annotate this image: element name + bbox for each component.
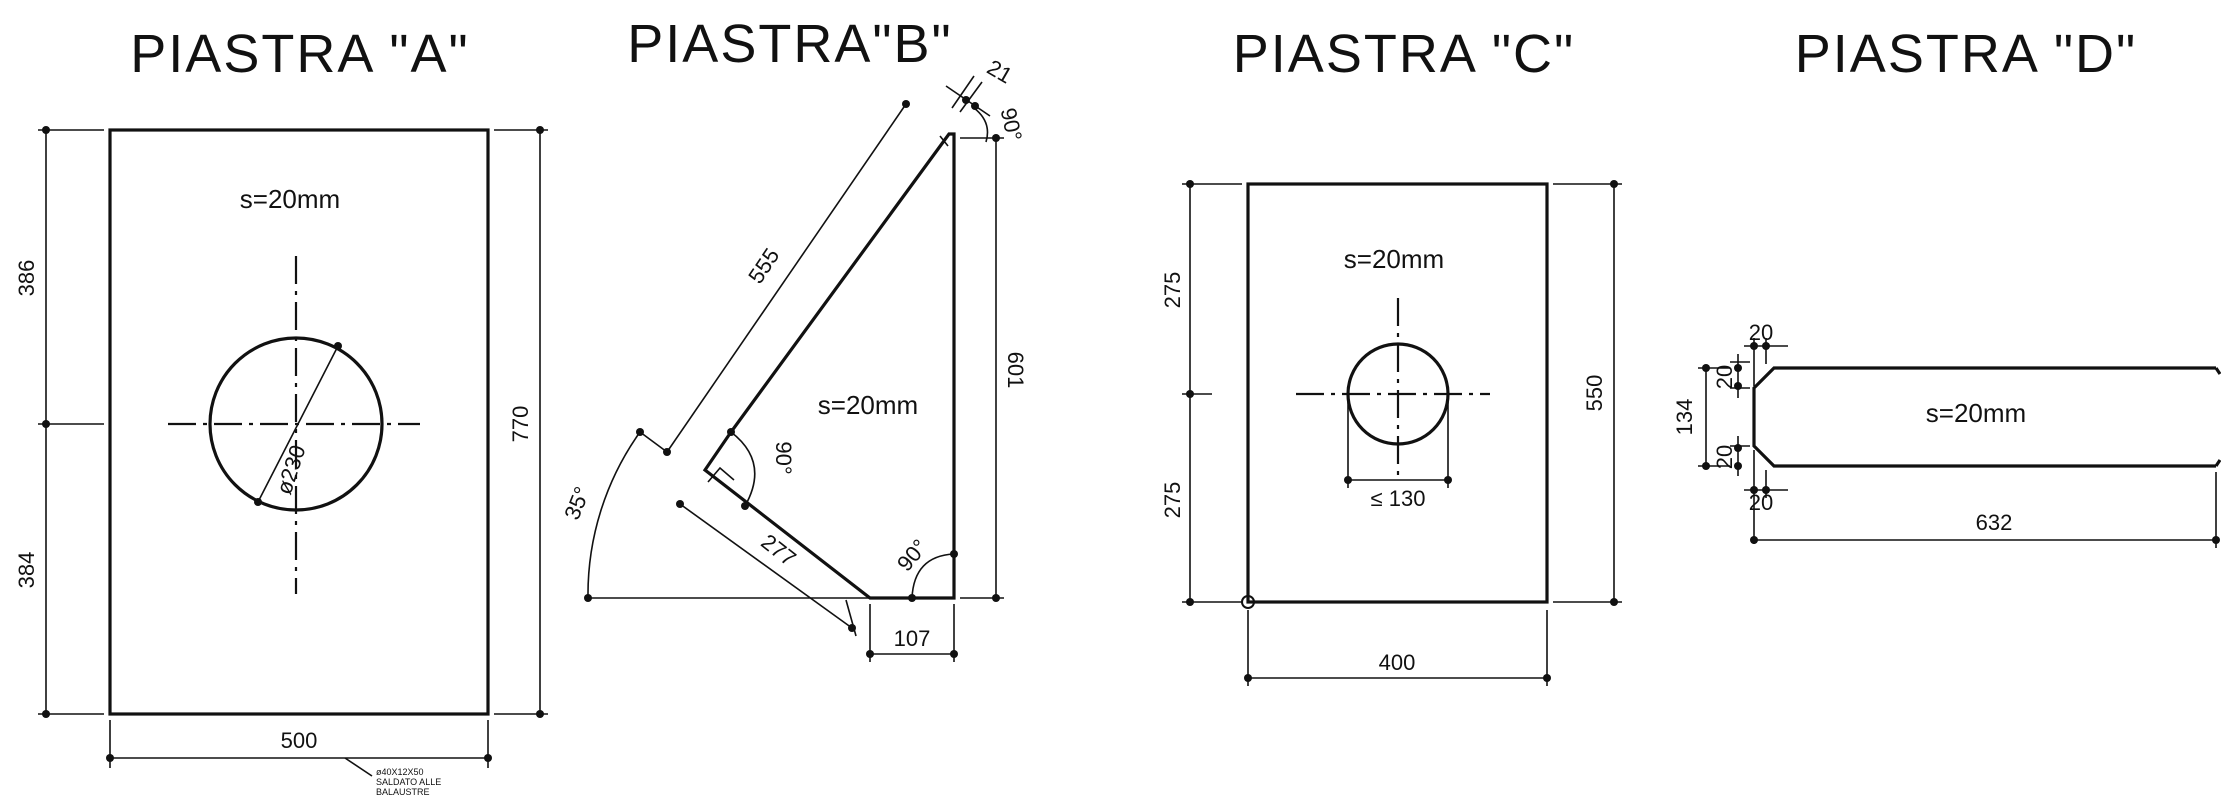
plate-b-dim-base: 107 bbox=[894, 626, 931, 651]
plate-d-dim-node bbox=[1750, 486, 1758, 494]
plate-a-dim-node bbox=[484, 754, 492, 762]
plate-b: PIASTRA"B" s=20mm 555 21 90° 601 277 bbox=[559, 14, 1028, 662]
plate-c-title: PIASTRA "C" bbox=[1233, 24, 1575, 84]
plate-c-dim-node bbox=[1186, 390, 1194, 398]
plate-c-dim-node bbox=[1543, 674, 1551, 682]
plate-b-tip-mark bbox=[939, 135, 949, 147]
plate-b-tip-ext bbox=[959, 81, 983, 113]
plate-d-right-end bbox=[2214, 367, 2221, 467]
plate-b-dim-node bbox=[971, 102, 979, 110]
plate-b-thickness: s=20mm bbox=[818, 390, 918, 420]
plate-b-inner-angle-arc bbox=[730, 431, 756, 507]
plate-a-dim-upper: 386 bbox=[14, 260, 39, 297]
plate-c-dim-upper: 275 bbox=[1160, 272, 1185, 309]
plate-c-dim-node bbox=[1344, 476, 1352, 484]
plate-b-dim-node bbox=[992, 594, 1000, 602]
plate-b-angle-slope: 35° bbox=[559, 483, 595, 523]
plate-a-dim-node bbox=[42, 126, 50, 134]
plate-b-dim-node bbox=[908, 594, 916, 602]
plate-d-dim-node bbox=[1750, 536, 1758, 544]
plate-b-dim-node bbox=[950, 550, 958, 558]
plate-c-dim-node bbox=[1444, 476, 1452, 484]
plate-b-title: PIASTRA"B" bbox=[627, 14, 952, 74]
plate-a-dim-width: 500 bbox=[281, 728, 318, 753]
plate-d-title: PIASTRA "D" bbox=[1795, 24, 2137, 84]
plate-d-dim-node bbox=[1702, 462, 1710, 470]
plate-d-dim-height: 134 bbox=[1672, 399, 1697, 436]
plate-d-dim-node bbox=[1734, 444, 1742, 452]
plate-c-dim-node bbox=[1186, 598, 1194, 606]
plate-d-dim-node bbox=[1762, 486, 1770, 494]
plate-b-inner-right-angle bbox=[707, 466, 735, 483]
plate-b-angle-corner: 90° bbox=[892, 534, 933, 576]
plate-a-dim-height: 770 bbox=[508, 406, 533, 443]
plate-a-dim-lower: 384 bbox=[14, 552, 39, 589]
plate-b-dim-node bbox=[950, 650, 958, 658]
plate-d-dim-node bbox=[1734, 382, 1742, 390]
plate-d-dim-length: 632 bbox=[1976, 510, 2013, 535]
plate-a-dim-node bbox=[536, 126, 544, 134]
plate-c-hole-dim: ≤ 130 bbox=[1371, 486, 1426, 511]
plate-c-dim-node bbox=[1244, 674, 1252, 682]
plate-d-dim-chamfer-top-v: 20 bbox=[1712, 365, 1737, 389]
plate-d-dim-node bbox=[1750, 342, 1758, 350]
plate-a-dim-node bbox=[254, 498, 262, 506]
plate-d-outline bbox=[1752, 366, 2216, 468]
plate-c-dim-lower: 275 bbox=[1160, 482, 1185, 519]
plate-b-outline bbox=[702, 132, 956, 600]
plate-a-dim-node bbox=[334, 342, 342, 350]
plate-c-dim-width: 400 bbox=[1379, 650, 1416, 675]
plate-a-hole-diameter-line bbox=[257, 345, 339, 503]
plate-a-title: PIASTRA "A" bbox=[130, 24, 469, 84]
plate-d-dim-node bbox=[1762, 342, 1770, 350]
plate-a-dim-node bbox=[42, 710, 50, 718]
plate-b-dim-node bbox=[676, 500, 684, 508]
plate-b-dim-height: 601 bbox=[1003, 352, 1028, 389]
plate-c-dim-node bbox=[1610, 180, 1618, 188]
plate-a-dim-node bbox=[106, 754, 114, 762]
plate-a-leader bbox=[344, 757, 373, 777]
plate-b-dim-node bbox=[992, 134, 1000, 142]
plate-d-dim-chamfer-top-h: 20 bbox=[1749, 320, 1773, 345]
plate-a: PIASTRA "A" s=20mm ø230 386 384 770 5 bbox=[14, 24, 548, 797]
plate-b-corner-angle-arc bbox=[911, 553, 955, 599]
plate-b-ext-line bbox=[639, 431, 668, 453]
plate-b-dim-node bbox=[727, 428, 735, 436]
plate-b-dim-node bbox=[848, 624, 856, 632]
plate-a-dim-node bbox=[42, 420, 50, 428]
plate-c-dim-node bbox=[1186, 180, 1194, 188]
plate-d-dim-chamfer-bot-h: 20 bbox=[1749, 490, 1773, 515]
plate-b-angle-inner: 90° bbox=[771, 441, 796, 474]
plate-c-dim-height: 550 bbox=[1582, 375, 1607, 412]
plate-d-dim-chamfer-bot-v: 20 bbox=[1712, 445, 1737, 469]
plate-b-dim-node bbox=[962, 96, 970, 104]
plate-b-dim-line-bottom-edge bbox=[679, 503, 853, 629]
plate-d-thickness: s=20mm bbox=[1926, 398, 2026, 428]
plate-d-dim-node bbox=[1734, 364, 1742, 372]
plate-b-dim-line-hyp bbox=[666, 103, 907, 453]
plate-c-outline bbox=[1246, 182, 1549, 604]
plate-d-dim-node bbox=[2212, 536, 2220, 544]
plate-d-dim-node bbox=[1702, 364, 1710, 372]
plate-c-thickness: s=20mm bbox=[1344, 244, 1444, 274]
plate-a-note-line1: ø40X12X50 bbox=[376, 767, 424, 777]
plate-c-dim-node bbox=[1610, 598, 1618, 606]
plate-a-outline bbox=[108, 128, 490, 716]
plate-c: PIASTRA "C" s=20mm ≤ 130 275 275 550 bbox=[1160, 24, 1622, 686]
plate-b-dim-tip: 21 bbox=[983, 55, 1017, 89]
plate-b-dim-node bbox=[866, 650, 874, 658]
plate-b-slope-angle-arc bbox=[587, 431, 641, 599]
plate-d-dim-node bbox=[1734, 462, 1742, 470]
plate-a-note-line2: SALDATO ALLE bbox=[376, 777, 441, 787]
plate-b-dim-node bbox=[902, 100, 910, 108]
plate-b-dim-hyp: 555 bbox=[743, 244, 784, 288]
plate-a-note-line3: BALAUSTRE bbox=[376, 787, 430, 797]
plate-b-tip-ext bbox=[951, 75, 975, 109]
plate-c-corner-marker bbox=[1241, 595, 1255, 609]
plate-d: PIASTRA "D" s=20mm 20 20 134 20 bbox=[1672, 24, 2221, 548]
plate-a-dim-node bbox=[536, 710, 544, 718]
plate-a-thickness: s=20mm bbox=[240, 184, 340, 214]
plate-a-hole-dim: ø230 bbox=[271, 442, 310, 497]
